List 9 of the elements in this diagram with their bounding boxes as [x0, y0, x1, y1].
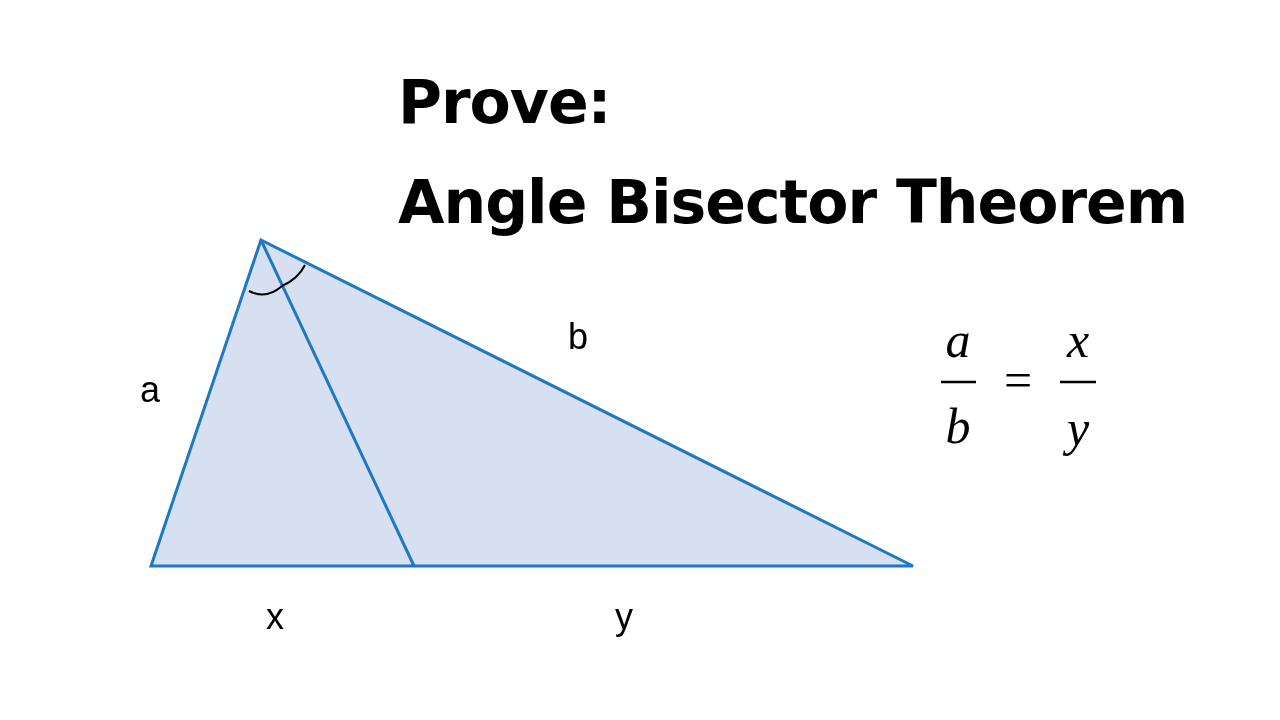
side-label: b: [568, 317, 588, 357]
segment-label: x: [266, 597, 284, 637]
equals-sign: =: [1003, 353, 1033, 407]
denominator: b: [945, 399, 971, 453]
numerator: x: [1066, 313, 1090, 367]
title: Prove: Angle Bisector Theorem: [398, 66, 1188, 239]
segment-label: y: [615, 597, 633, 637]
numerator: a: [945, 313, 971, 367]
side-label: a: [140, 370, 160, 410]
